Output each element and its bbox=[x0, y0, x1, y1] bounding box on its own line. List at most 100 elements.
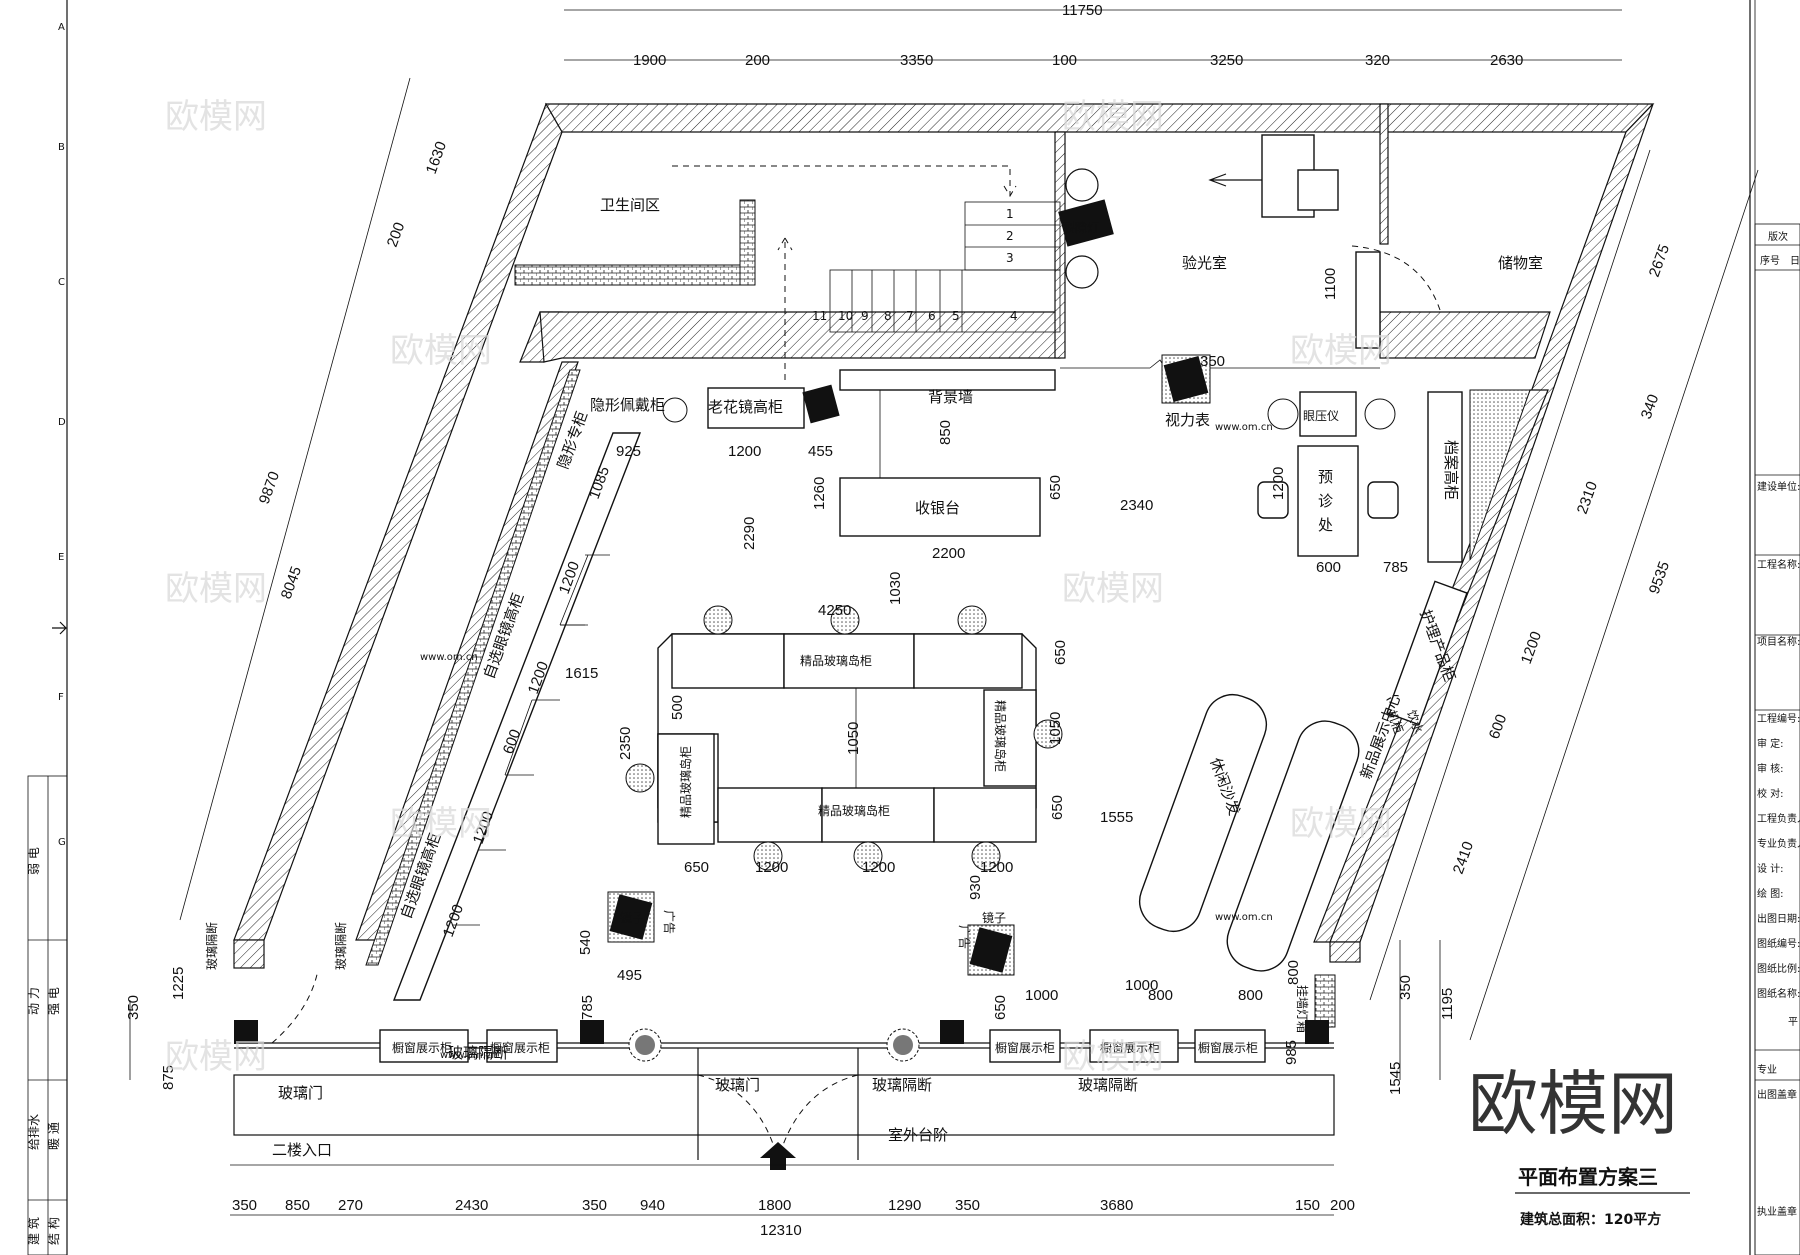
dim-misc: 650 bbox=[992, 995, 1009, 1020]
dim-bottom: 350 bbox=[955, 1197, 980, 1214]
dim-misc: 800 bbox=[1148, 987, 1173, 1004]
room-label-glass_part_3: 玻璃隔断 bbox=[448, 1044, 508, 1062]
dim-misc: 985 bbox=[1283, 1040, 1300, 1065]
dim-bottom: 1800 bbox=[758, 1197, 791, 1214]
dim-right-outer: 340 bbox=[1638, 392, 1663, 421]
dim-misc: 455 bbox=[808, 443, 833, 460]
room-label-mirror_1: 镜子 bbox=[620, 910, 644, 925]
dim-left-outer: 9870 bbox=[256, 469, 283, 506]
strip-struct: 结 构 bbox=[46, 1217, 61, 1245]
central-island bbox=[625, 605, 1063, 871]
titleblock-chief: 工程负责人 bbox=[1757, 812, 1800, 825]
titleblock-drawing_no: 图纸编号: bbox=[1757, 937, 1800, 950]
dim-top: 320 bbox=[1365, 52, 1390, 69]
dim-right-outer: 2310 bbox=[1574, 479, 1601, 516]
room-label-island_right: 精品玻璃岛柜 bbox=[993, 700, 1008, 772]
dim-misc: 2350 bbox=[617, 727, 634, 760]
prediagnosis-area bbox=[1257, 391, 1463, 563]
stair-number: 8 bbox=[884, 309, 892, 323]
dim-misc: 650 bbox=[1052, 640, 1069, 665]
stair-number: 6 bbox=[928, 309, 936, 323]
dim-top: 200 bbox=[745, 52, 770, 69]
room-label-contact_wear: 隐形佩戴柜 bbox=[590, 396, 665, 414]
room-label-storage: 储物室 bbox=[1498, 254, 1543, 272]
strip-arch: 建 筑 bbox=[26, 1217, 41, 1245]
titleblock-seq: 序号 bbox=[1760, 254, 1780, 267]
dim-misc: 800 bbox=[1285, 960, 1302, 985]
stair-number: 11 bbox=[812, 309, 827, 323]
watermarks: 欧模网 欧模网 欧模网 欧模网 欧模网 欧模网 欧模网 欧模网 欧模网 欧模网 … bbox=[165, 97, 1678, 1145]
dim-misc: 1200 bbox=[755, 859, 788, 876]
dim-misc: 800 bbox=[1238, 987, 1263, 1004]
titleblock-license: 执业盖章 bbox=[1757, 1205, 1797, 1218]
room-label-outdoor_steps: 室外台阶 bbox=[888, 1126, 948, 1144]
dim-misc: 1050 bbox=[1047, 712, 1064, 745]
dimension-lines bbox=[129, 9, 1759, 1216]
grid-letter: G bbox=[58, 837, 66, 848]
dim-misc: 930 bbox=[967, 875, 984, 900]
exam-room-equipment bbox=[1058, 134, 1441, 404]
entrance-arrow-icon bbox=[760, 1142, 796, 1170]
dim-bottom-total: 12310 bbox=[760, 1222, 802, 1239]
room-label-cashier: 收银台 bbox=[915, 499, 960, 517]
dim-bottom: 350 bbox=[582, 1197, 607, 1214]
titleblock-project_name: 工程名称: bbox=[1757, 558, 1800, 571]
watermark-logo-text: 欧模网 bbox=[1468, 1063, 1678, 1145]
dim-bottom: 2430 bbox=[455, 1197, 488, 1214]
dim-left-outer: 8045 bbox=[278, 564, 305, 601]
dim-top: 100 bbox=[1052, 52, 1077, 69]
dim-misc: 495 bbox=[617, 967, 642, 984]
watermark-text: 欧模网 bbox=[1290, 331, 1392, 371]
dim-misc: 2340 bbox=[1120, 497, 1153, 514]
dim-misc: 1200 bbox=[1270, 467, 1287, 500]
dim-right-outer: 9535 bbox=[1646, 559, 1673, 596]
dim-misc: 850 bbox=[937, 420, 954, 445]
titleblock-date: 出图日期: bbox=[1757, 912, 1800, 925]
dim-top: 1900 bbox=[633, 52, 666, 69]
room-label-win_2: 橱窗展示柜 bbox=[490, 1041, 550, 1055]
titleblock-version: 版次 bbox=[1768, 230, 1788, 243]
dim-misc: 925 bbox=[616, 443, 641, 460]
room-label-exam: 验光室 bbox=[1182, 254, 1227, 272]
watermark-text: 欧模网 bbox=[1062, 1037, 1164, 1077]
dim-misc: 1260 bbox=[811, 477, 828, 510]
stair-number: 1 bbox=[1006, 207, 1014, 221]
room-label-island_left: 精品玻璃岛柜 bbox=[678, 746, 693, 818]
dim-misc: 1200 bbox=[862, 859, 895, 876]
strip-weak: 弱 电 bbox=[27, 847, 41, 875]
grid-letter: F bbox=[58, 692, 64, 703]
dim-right-outer: 2410 bbox=[1450, 839, 1477, 876]
titleblock-project_no: 工程编号: bbox=[1757, 712, 1800, 725]
dim-misc: 1545 bbox=[1387, 1062, 1404, 1095]
stair-number: 3 bbox=[1006, 251, 1014, 265]
room-label-tonometer: 眼压仪 bbox=[1303, 409, 1339, 423]
strip-power2: 强 电 bbox=[47, 987, 61, 1015]
watermark-text: 欧模网 bbox=[1062, 569, 1164, 609]
dim-top: 3350 bbox=[900, 52, 933, 69]
room-label-win_1: 橱窗展示柜 bbox=[392, 1041, 452, 1055]
dim-bottom: 850 bbox=[285, 1197, 310, 1214]
dim-misc: 875 bbox=[160, 1065, 177, 1090]
dim-bottom: 1290 bbox=[888, 1197, 921, 1214]
titleblock-scale: 图纸比例: bbox=[1757, 962, 1800, 975]
watermark-text: 欧模网 bbox=[165, 97, 267, 137]
dim-bottom: 940 bbox=[640, 1197, 665, 1214]
dim-top: 3250 bbox=[1210, 52, 1243, 69]
titleblock-draw: 绘 图: bbox=[1757, 887, 1784, 900]
mirrors bbox=[607, 891, 1015, 976]
titleblock-seq2: 日 bbox=[1790, 256, 1800, 267]
dim-misc: 1100 bbox=[1322, 268, 1339, 300]
dim-misc: 2200 bbox=[932, 545, 965, 562]
titleblock-approve: 审 定: bbox=[1757, 737, 1784, 750]
strip-hvac: 暖 通 bbox=[47, 1122, 61, 1150]
watermark-text: 欧模网 bbox=[390, 804, 492, 844]
dim-right-outer: 1200 bbox=[1518, 629, 1545, 666]
plant-icon bbox=[635, 1035, 913, 1055]
room-label-win_4: 橱窗展示柜 bbox=[1100, 1041, 1160, 1055]
grid-letter: E bbox=[58, 552, 64, 563]
titleblock-name_char: 平 bbox=[1788, 1017, 1798, 1028]
room-label-glass_part_5: 玻璃隔断 bbox=[1078, 1076, 1138, 1094]
